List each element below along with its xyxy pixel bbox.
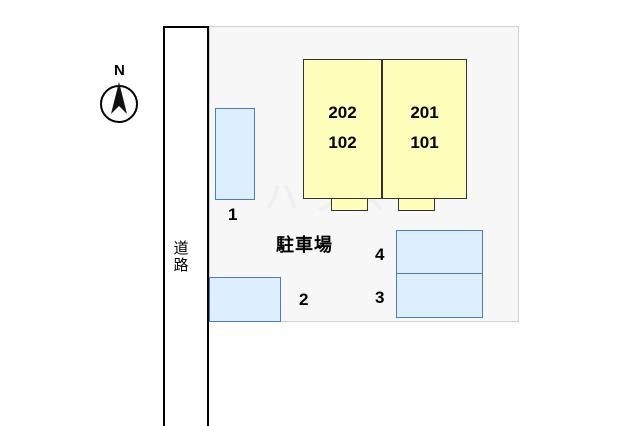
parking-stall-4-number: 4 bbox=[375, 245, 385, 264]
compass: N bbox=[96, 62, 152, 124]
unit-101-label: 101 bbox=[410, 133, 439, 152]
parking-stall-2 bbox=[209, 277, 281, 322]
unit-102-label: 102 bbox=[328, 133, 357, 152]
parking-stall-1-number: 1 bbox=[228, 205, 238, 224]
entrance-porch-right bbox=[398, 198, 435, 211]
road-edge-left bbox=[163, 26, 165, 426]
parking-stall-4 bbox=[396, 230, 483, 274]
compass-north-label: N bbox=[114, 62, 125, 79]
road-edge-top bbox=[163, 26, 209, 28]
building-right-units: 201 101 bbox=[383, 98, 466, 158]
unit-201-label: 201 bbox=[410, 103, 439, 122]
road-label: 道路 bbox=[173, 240, 189, 274]
unit-202-label: 202 bbox=[328, 103, 357, 122]
road-edge-right bbox=[207, 26, 209, 426]
building-block-left: 202 102 bbox=[303, 59, 382, 199]
parking-area-label: 駐車場 bbox=[276, 235, 333, 255]
parking-stall-3-number: 3 bbox=[375, 288, 385, 307]
building-left-units: 202 102 bbox=[304, 98, 381, 158]
parking-stall-1 bbox=[215, 108, 255, 200]
parking-stall-2-number: 2 bbox=[299, 290, 309, 309]
compass-needle-icon bbox=[100, 82, 138, 123]
parking-stall-3 bbox=[396, 273, 483, 318]
entrance-porch-left bbox=[331, 198, 368, 211]
building-block-right: 201 101 bbox=[382, 59, 467, 199]
